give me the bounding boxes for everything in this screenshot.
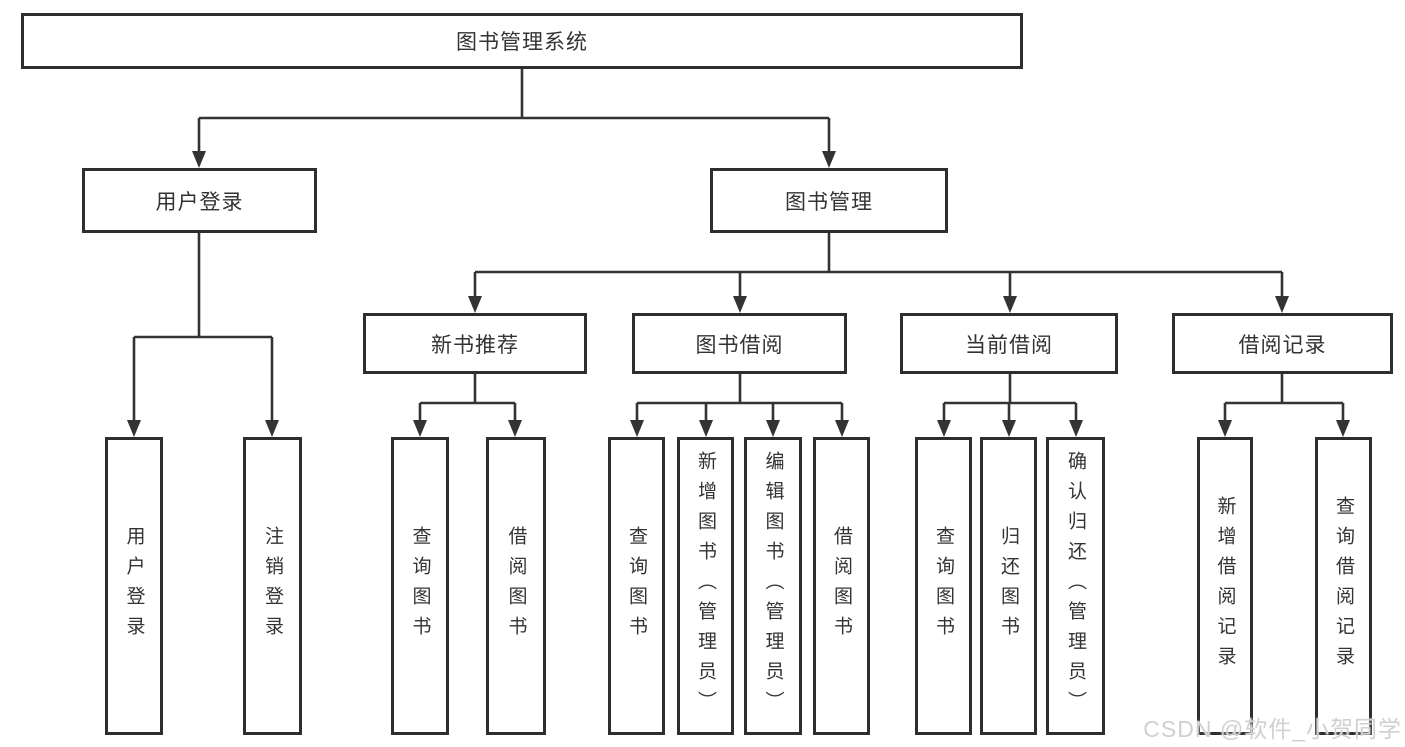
watermark: CSDN @软件_小贺同学 [1143, 716, 1402, 742]
node-current-borrowing: 当前借阅 [900, 313, 1118, 374]
leaf-bb-borrow-books: 借阅图书 [813, 437, 870, 735]
leaf-nb-borrow-books: 借阅图书 [486, 437, 546, 735]
node-book-borrowing: 图书借阅 [632, 313, 847, 374]
leaf-bb-query-books: 查询图书 [608, 437, 665, 735]
node-book-management: 图书管理 [710, 168, 948, 233]
leaf-br-add-record: 新增借阅记录 [1197, 437, 1253, 735]
connector-user-login-children [132, 233, 274, 421]
node-new-book-recommend: 新书推荐 [363, 313, 587, 374]
leaf-bb-edit-books-admin: 编辑图书（管理员） [744, 437, 802, 735]
leaf-cb-return-books: 归还图书 [980, 437, 1037, 735]
leaf-br-query-record: 查询借阅记录 [1315, 437, 1372, 735]
node-borrowing-records: 借阅记录 [1172, 313, 1393, 374]
connector-new-book-recommend-children [418, 374, 517, 421]
connector-book-borrowing-children [635, 374, 844, 421]
leaf-bb-add-books-admin: 新增图书（管理员） [677, 437, 734, 735]
leaf-logout: 注销登录 [243, 437, 302, 735]
connector-current-borrowing-children [942, 374, 1078, 421]
connector-root-children [197, 69, 831, 152]
connector-borrowing-records-children [1223, 374, 1345, 421]
node-user-login: 用户登录 [82, 168, 317, 233]
leaf-cb-query-books: 查询图书 [915, 437, 972, 735]
leaf-nb-query-books: 查询图书 [391, 437, 449, 735]
leaf-cb-confirm-return-admin: 确认归还（管理员） [1046, 437, 1105, 735]
leaf-user-login: 用户登录 [105, 437, 163, 735]
node-root: 图书管理系统 [21, 13, 1023, 69]
connector-book-management-children [473, 233, 1284, 297]
